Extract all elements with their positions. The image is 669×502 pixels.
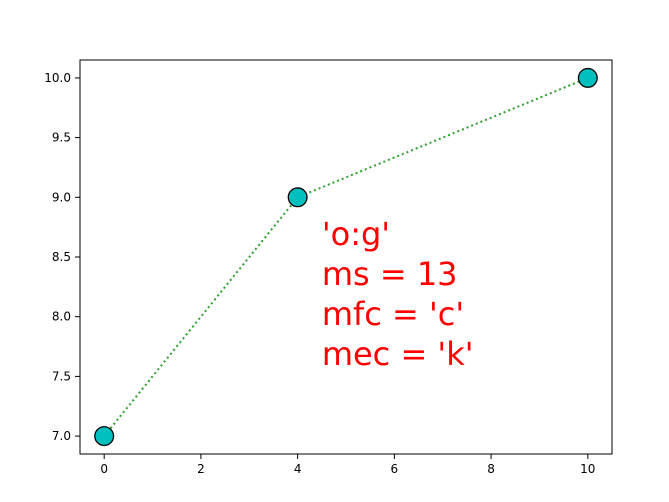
y-tick-label: 9.5	[52, 131, 71, 145]
chart-marks	[94, 67, 598, 447]
data-point-marker	[577, 67, 598, 88]
annotation-line-mec: mec = 'k'	[322, 335, 474, 373]
y-tick-label: 8.0	[52, 310, 71, 324]
annotation-line-mfc: mfc = 'c'	[322, 295, 464, 333]
y-tick-label: 7.5	[52, 369, 71, 383]
data-point-marker	[287, 187, 308, 208]
y-tick-label: 10.0	[44, 71, 71, 85]
y-tick-label: 7.0	[52, 429, 71, 443]
y-tick-label: 9.0	[52, 190, 71, 204]
annotation-text: 'o:g' ms = 13 mfc = 'c' mec = 'k'	[322, 215, 475, 373]
x-tick-label: 2	[197, 462, 205, 476]
x-tick-label: 10	[580, 462, 595, 476]
x-tick-label: 8	[487, 462, 495, 476]
annotation-line-ms: ms = 13	[322, 255, 458, 293]
y-axis-ticks: 7.0 7.5 8.0 8.5 9.0 9.5 10.0	[44, 71, 80, 443]
x-axis-ticks: 0 2 4 6 8 10	[100, 454, 595, 476]
annotation-line-format: 'o:g'	[322, 215, 390, 253]
y-tick-label: 8.5	[52, 250, 71, 264]
x-tick-label: 4	[294, 462, 302, 476]
plot-frame	[79, 59, 613, 455]
data-point-marker	[94, 426, 115, 447]
series-line	[103, 76, 589, 437]
x-tick-label: 6	[391, 462, 399, 476]
x-tick-label: 0	[100, 462, 108, 476]
